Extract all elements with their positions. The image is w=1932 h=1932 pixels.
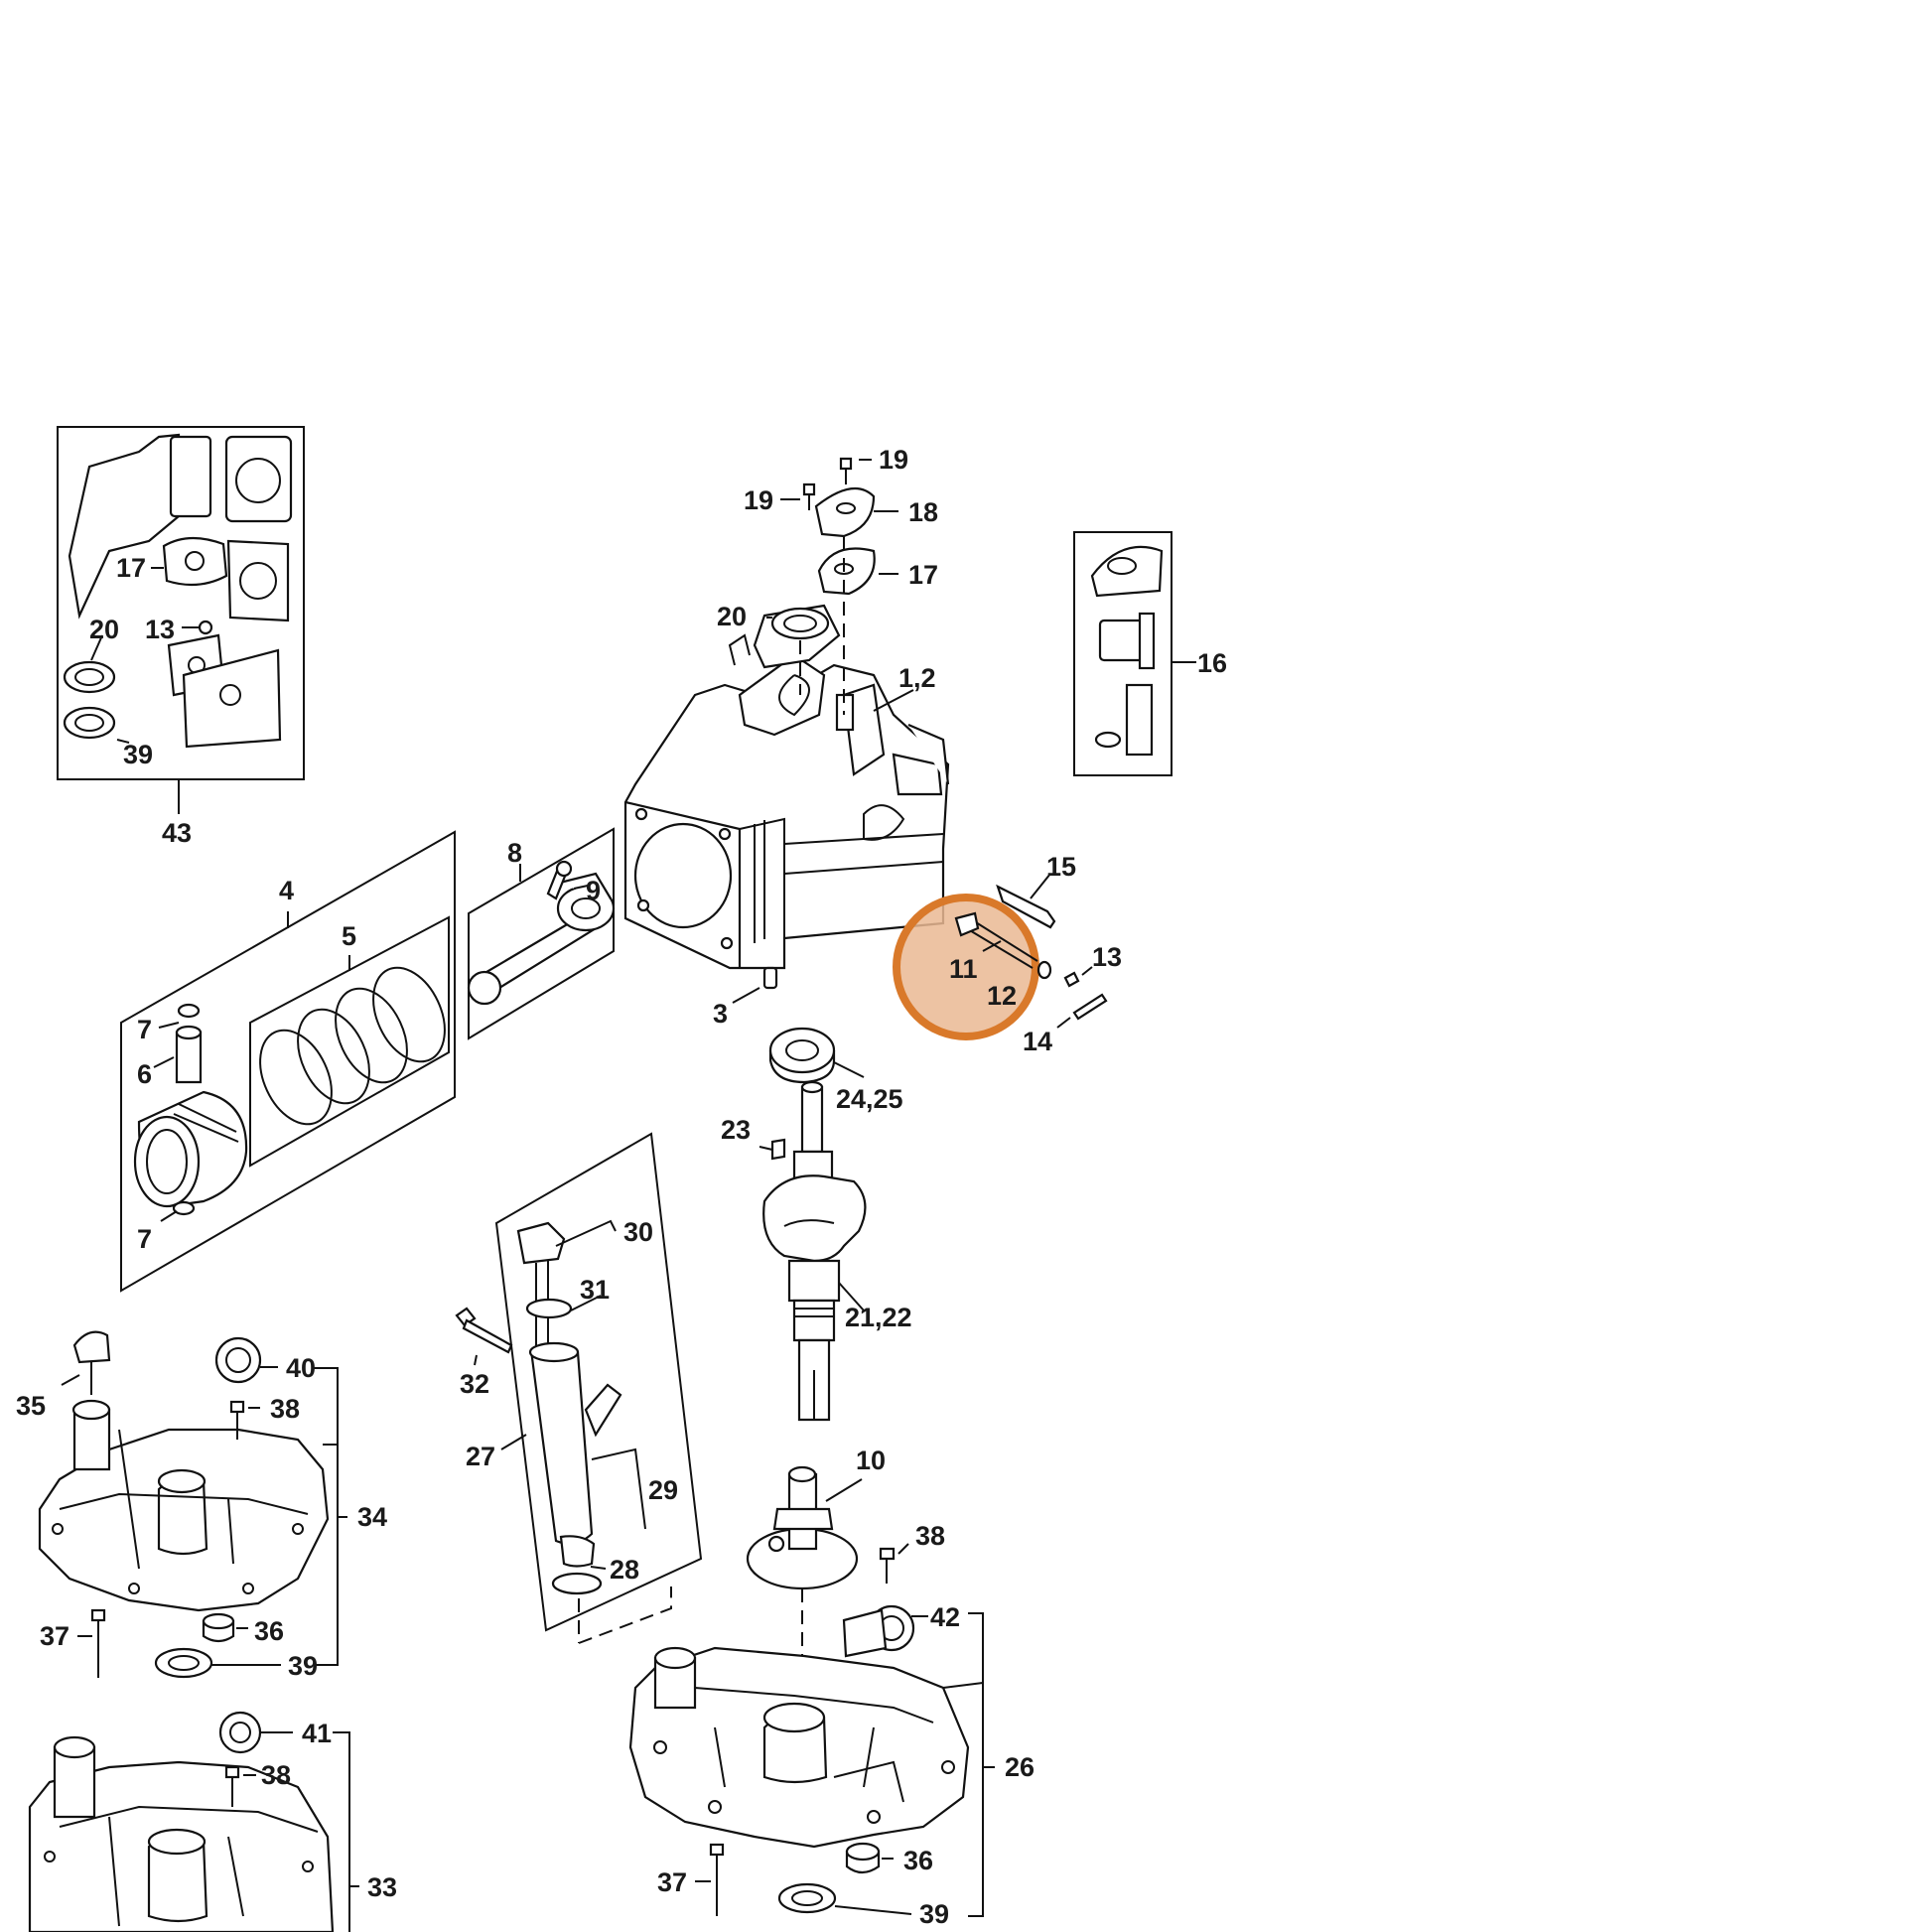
main-bearing-24-25[interactable] — [768, 1027, 865, 1084]
label-38-left[interactable]: 38 — [270, 1394, 300, 1424]
oil-seal-top[interactable] — [766, 607, 830, 640]
label-39-bottom[interactable]: 39 — [919, 1899, 949, 1929]
label-8[interactable]: 8 — [507, 838, 522, 868]
label-5[interactable]: 5 — [342, 921, 356, 951]
label-15[interactable]: 15 — [1046, 852, 1076, 882]
label-29[interactable]: 29 — [648, 1475, 678, 1505]
label-19-left[interactable]: 19 — [744, 485, 773, 515]
label-7-top[interactable]: 7 — [137, 1015, 152, 1044]
crankshaft-21-22[interactable] — [759, 1080, 867, 1422]
label-40[interactable]: 40 — [286, 1353, 316, 1383]
label-26[interactable]: 26 — [1005, 1752, 1035, 1782]
gasket-kit-group[interactable] — [57, 426, 305, 814]
label-35[interactable]: 35 — [16, 1391, 46, 1421]
label-28[interactable]: 28 — [610, 1555, 639, 1585]
cylinder-block[interactable] — [623, 604, 950, 970]
label-11[interactable]: 11 — [949, 954, 978, 984]
label-13-right[interactable]: 13 — [1092, 942, 1122, 972]
label-20-kit[interactable]: 20 — [89, 615, 119, 644]
label-39-kit[interactable]: 39 — [123, 740, 153, 769]
governor-gear-10[interactable] — [746, 1465, 909, 1590]
dipstick-tube-assembly[interactable] — [455, 1132, 703, 1644]
part-number-labels: 1,2 3 4 5 6 7 7 8 9 10 11 12 13 13 14 15… — [16, 445, 1227, 1929]
label-30[interactable]: 30 — [623, 1217, 653, 1247]
bracket-26 — [968, 1612, 995, 1917]
sump-cover-34[interactable] — [38, 1330, 347, 1679]
label-38-lower[interactable]: 38 — [261, 1760, 291, 1790]
label-18[interactable]: 18 — [908, 497, 938, 527]
crankcase-cover-26[interactable] — [628, 1646, 984, 1849]
label-36-bottom[interactable]: 36 — [903, 1846, 933, 1875]
governor-shaft-15[interactable] — [996, 873, 1056, 929]
piston-assembly-4[interactable] — [120, 830, 459, 1293]
label-36-left[interactable]: 36 — [254, 1616, 284, 1646]
highlight-ring — [893, 894, 1039, 1040]
label-34[interactable]: 34 — [357, 1502, 387, 1532]
nut-13-and-screw-14[interactable] — [1056, 966, 1108, 1029]
label-7-bottom[interactable]: 7 — [137, 1224, 152, 1254]
label-33[interactable]: 33 — [367, 1872, 397, 1902]
dowel-pin-3[interactable] — [732, 966, 778, 1004]
label-10[interactable]: 10 — [856, 1446, 886, 1475]
label-20-block[interactable]: 20 — [717, 602, 747, 631]
label-21-22[interactable]: 21,22 — [845, 1303, 912, 1332]
parts-36-37-39-bottom[interactable] — [695, 1842, 912, 1916]
label-24-25[interactable]: 24,25 — [836, 1084, 903, 1114]
label-41[interactable]: 41 — [302, 1719, 332, 1748]
label-43[interactable]: 43 — [162, 818, 192, 848]
label-32[interactable]: 32 — [460, 1369, 489, 1399]
label-14[interactable]: 14 — [1023, 1027, 1052, 1056]
label-27[interactable]: 27 — [466, 1442, 495, 1471]
sump-cover-33[interactable] — [28, 1711, 359, 1932]
label-4[interactable]: 4 — [279, 876, 294, 905]
label-38-center[interactable]: 38 — [915, 1521, 945, 1551]
label-17-kit[interactable]: 17 — [116, 553, 146, 583]
label-12[interactable]: 12 — [987, 981, 1017, 1011]
breather-plate-18[interactable] — [780, 457, 898, 538]
valve-guide-kit-group[interactable] — [1073, 531, 1196, 776]
breather-gasket-17[interactable] — [817, 547, 898, 596]
label-37-left[interactable]: 37 — [40, 1621, 69, 1651]
label-9[interactable]: 9 — [586, 876, 601, 905]
label-37-bottom[interactable]: 37 — [657, 1867, 687, 1897]
label-17-top[interactable]: 17 — [908, 560, 938, 590]
label-19-top[interactable]: 19 — [879, 445, 908, 475]
label-31[interactable]: 31 — [580, 1275, 610, 1305]
label-3[interactable]: 3 — [713, 999, 728, 1029]
label-39-left[interactable]: 39 — [288, 1651, 318, 1681]
highlight-circle-11-12[interactable] — [893, 894, 1052, 1040]
connecting-rod-8[interactable] — [467, 827, 616, 1040]
label-6[interactable]: 6 — [137, 1059, 152, 1089]
label-13-kit[interactable]: 13 — [145, 615, 175, 644]
label-1-2[interactable]: 1,2 — [898, 663, 936, 693]
label-42[interactable]: 42 — [930, 1602, 960, 1632]
label-16[interactable]: 16 — [1197, 648, 1227, 678]
label-23[interactable]: 23 — [721, 1115, 751, 1145]
oil-pump-gear-42[interactable] — [842, 1604, 928, 1658]
